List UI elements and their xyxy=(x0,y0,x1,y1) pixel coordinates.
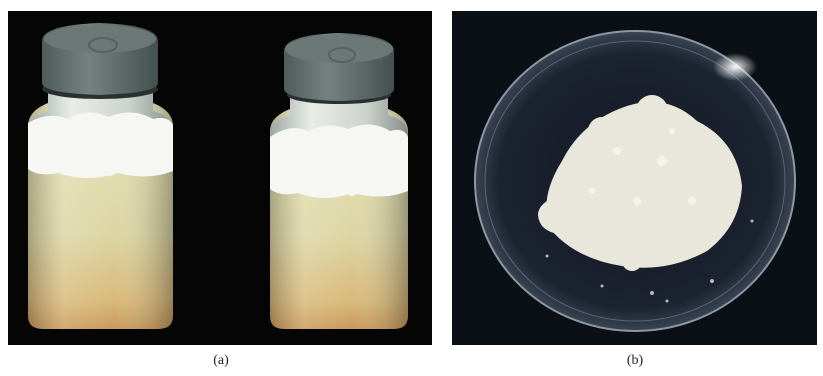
photo-panel-a xyxy=(8,11,432,345)
vial-left xyxy=(28,23,173,329)
panel-a-caption: (a) xyxy=(213,353,229,368)
white-powder xyxy=(538,95,742,271)
light-glare xyxy=(713,53,757,81)
photo-panel-b xyxy=(452,11,817,345)
vials-photo xyxy=(28,23,408,329)
vial-right xyxy=(270,33,408,329)
petri-dish-photo xyxy=(474,30,796,332)
foam-right xyxy=(270,124,408,198)
panel-b-caption: (b) xyxy=(626,353,644,368)
foam-left xyxy=(28,112,173,178)
